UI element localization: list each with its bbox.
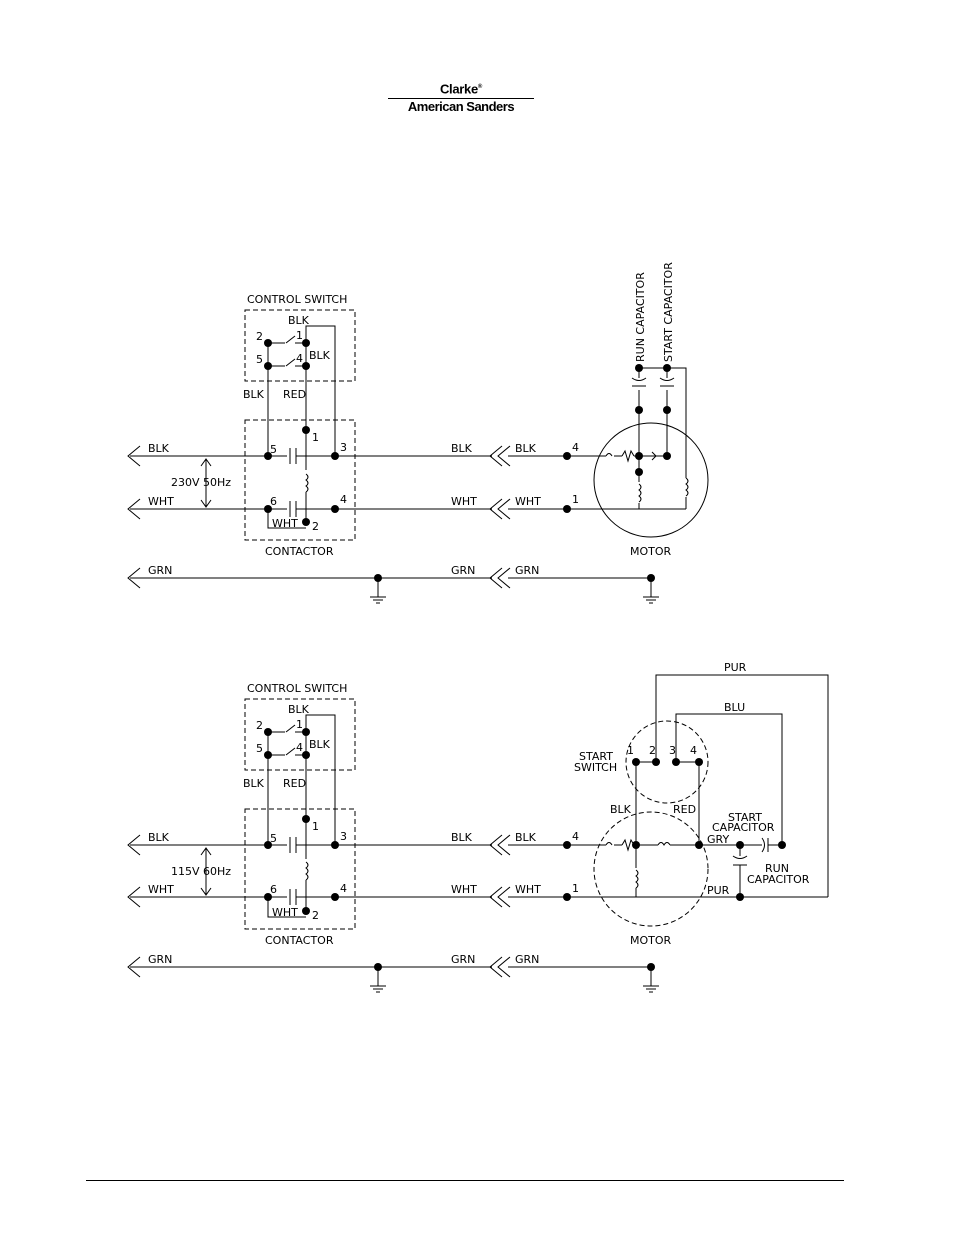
run-capacitor-label: RUN CAPACITOR [634,272,647,362]
label-blk: BLK [451,442,473,455]
label-blk: BLK [288,314,310,327]
diagram-230v [127,309,709,604]
supply-voltage-115: 115V 60Hz [171,865,231,878]
start-switch-label-2: SWITCH [574,761,617,774]
label-blk: BLK [309,738,331,751]
contactor-label-2: CONTACTOR [265,934,334,947]
start-capacitor-label-2: CAPACITOR [712,821,775,834]
term-3: 3 [340,441,347,454]
term-4: 4 [340,882,347,895]
term-5: 5 [270,443,277,456]
label-wht: WHT [148,883,174,896]
label-blk: BLK [515,831,537,844]
label-blk: BLK [451,831,473,844]
run-capacitor-label-2: CAPACITOR [747,873,810,886]
term-1: 1 [627,744,634,757]
term-5: 5 [256,742,263,755]
term-2: 2 [649,744,656,757]
control-switch-box-2 [244,698,356,771]
term-4: 4 [690,744,697,757]
label-blk: BLK [243,777,265,790]
diagram-115v [127,674,829,993]
term-1: 1 [296,329,303,342]
label-grn: GRN [148,953,172,966]
term-5: 5 [270,832,277,845]
label-red: RED [283,388,306,401]
footer-rule [86,1180,844,1181]
label-wht: WHT [515,883,541,896]
logo-rule [388,98,534,100]
label-grn: GRN [148,564,172,577]
term-6: 6 [270,883,277,896]
label-blk: BLK [309,349,331,362]
control-switch-label-2: CONTROL SWITCH [247,682,347,695]
label-gry: GRY [707,833,729,846]
term-2: 2 [256,330,263,343]
term-6: 6 [270,495,277,508]
label-pur: PUR [724,661,747,674]
label-grn: GRN [515,564,539,577]
label-wht: WHT [272,517,298,530]
start-capacitor-label-1: START [728,811,762,824]
term-2: 2 [312,520,319,533]
term-4: 4 [572,441,579,454]
label-blk: BLK [288,703,310,716]
start-capacitor-label: START CAPACITOR [662,262,675,362]
term-4: 4 [296,352,303,365]
motor-label-2: MOTOR [630,934,672,947]
motor-circle [593,422,709,538]
term-1: 1 [572,493,579,506]
run-capacitor-label-1: RUN [765,862,789,875]
company-logo: Clarke® American Sanders [388,80,534,114]
label-wht: WHT [451,883,477,896]
terminal-dots [264,339,786,971]
control-switch-label: CONTROL SWITCH [247,293,347,306]
logo-line-2: American Sanders [407,99,515,115]
label-blk: BLK [148,831,170,844]
label-grn: GRN [451,564,475,577]
term-4: 4 [296,741,303,754]
term-4: 4 [340,493,347,506]
control-switch-box [244,309,356,382]
term-3: 3 [669,744,676,757]
term-3: 3 [340,830,347,843]
term-2: 2 [256,719,263,732]
term-5: 5 [256,353,263,366]
start-switch-circle [625,720,709,804]
label-wht: WHT [272,906,298,919]
label-blk: BLK [243,388,265,401]
label-wht: WHT [148,495,174,508]
contactor-box [244,419,356,541]
label-blk: BLK [148,442,170,455]
term-2: 2 [312,909,319,922]
term-4: 4 [572,830,579,843]
contactor-box-2 [244,808,356,930]
label-grn: GRN [451,953,475,966]
supply-voltage-230: 230V 50Hz [171,476,231,489]
label-red: RED [283,777,306,790]
label-wht: WHT [451,495,477,508]
label-grn: GRN [515,953,539,966]
label-wht: WHT [515,495,541,508]
term-1: 1 [572,882,579,895]
contactor-label: CONTACTOR [265,545,334,558]
label-blk: BLK [610,803,632,816]
label-blk: BLK [515,442,537,455]
term-1: 1 [312,820,319,833]
registered-mark: ® [477,84,483,90]
term-1: 1 [312,431,319,444]
label-red: RED [673,803,696,816]
term-1: 1 [296,718,303,731]
motor-circle-2 [593,811,709,927]
start-switch-label-1: START [579,750,613,763]
logo-line-1: Clarke [439,81,478,97]
motor-label: MOTOR [630,545,672,558]
label-blu: BLU [724,701,745,714]
label-pur: PUR [707,884,730,897]
